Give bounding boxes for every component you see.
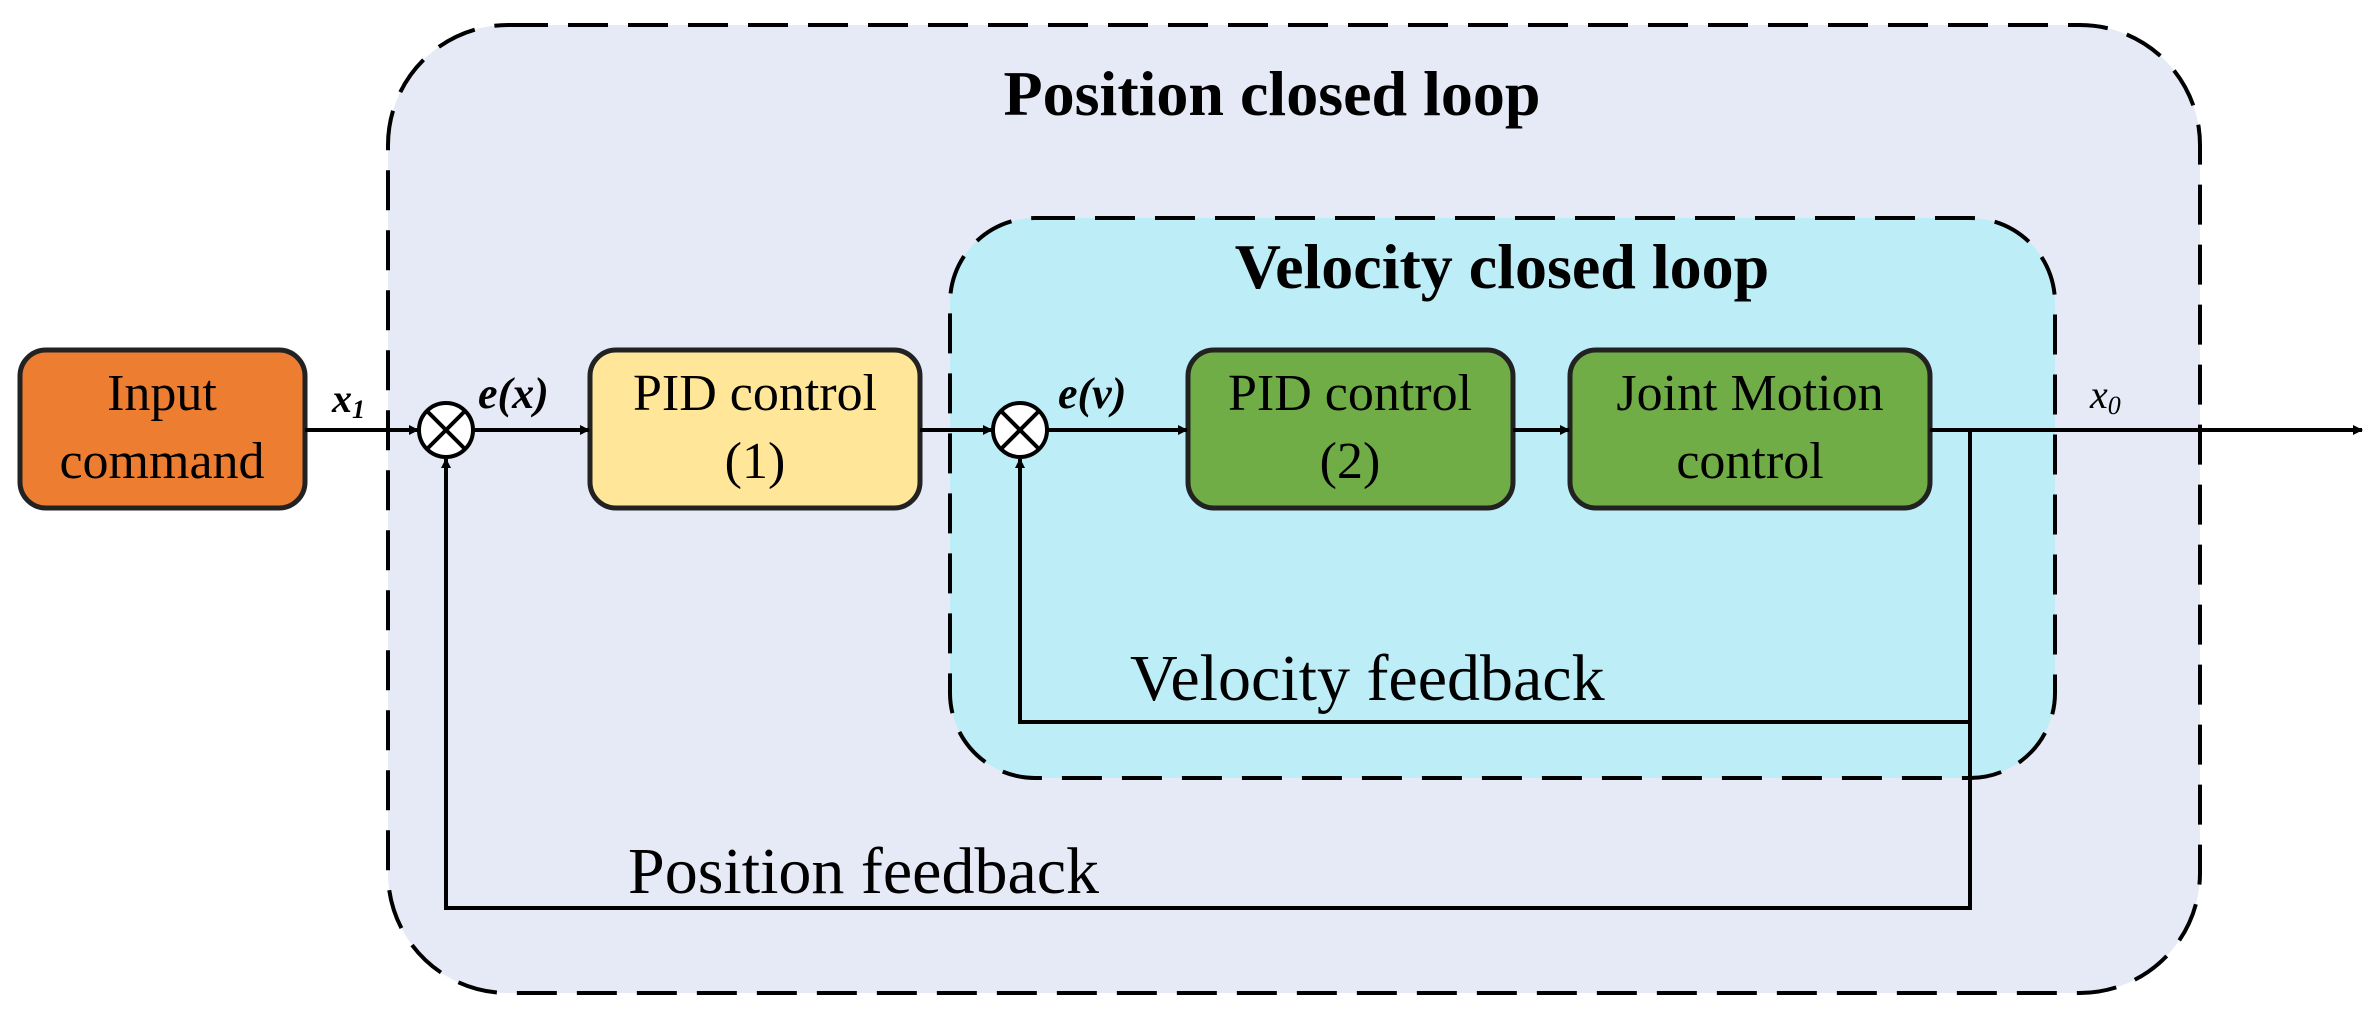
position-feedback-path <box>441 458 1972 910</box>
pid-control-1-block: PID control (1) <box>587 347 923 511</box>
summing-junction-position <box>417 401 475 459</box>
position-feedback-label: Position feedback <box>628 835 1099 908</box>
position-loop-title: Position closed loop <box>1004 58 1541 129</box>
pid-control-2-label-line2: (2) <box>1320 433 1381 490</box>
joint-motion-control-label-line2: control <box>1676 433 1823 490</box>
signal-input-subscript: 1 <box>352 395 365 424</box>
signal-input-main: x <box>331 376 352 421</box>
signal-output-subscript: 0 <box>2108 391 2121 420</box>
input-command-label-line1: Input <box>107 365 217 422</box>
velocity-feedback-label: Velocity feedback <box>1130 642 1605 715</box>
pid-control-2-block: PID control (2) <box>1185 347 1516 511</box>
input-command-block: Input command <box>17 347 308 511</box>
signal-input-label: x1 <box>331 376 365 424</box>
signal-output-main: x <box>2089 372 2108 417</box>
input-command-label-line2: command <box>59 433 264 490</box>
pid-control-1-label-line1: PID control <box>633 365 877 422</box>
joint-motion-control-label-line1: Joint Motion <box>1616 365 1883 422</box>
signal-error-position-label: e(x) <box>478 369 549 418</box>
velocity-loop-title: Velocity closed loop <box>1235 231 1770 302</box>
signal-output-label: x0 <box>2089 372 2121 420</box>
joint-motion-control-block: Joint Motion control <box>1567 347 1933 511</box>
signal-error-velocity-label: e(v) <box>1058 369 1126 418</box>
summing-junction-velocity <box>991 401 1049 459</box>
velocity-feedback-path <box>1015 430 1972 724</box>
pid-control-1-label-line2: (1) <box>725 433 786 490</box>
pid-control-2-label-line1: PID control <box>1228 365 1472 422</box>
